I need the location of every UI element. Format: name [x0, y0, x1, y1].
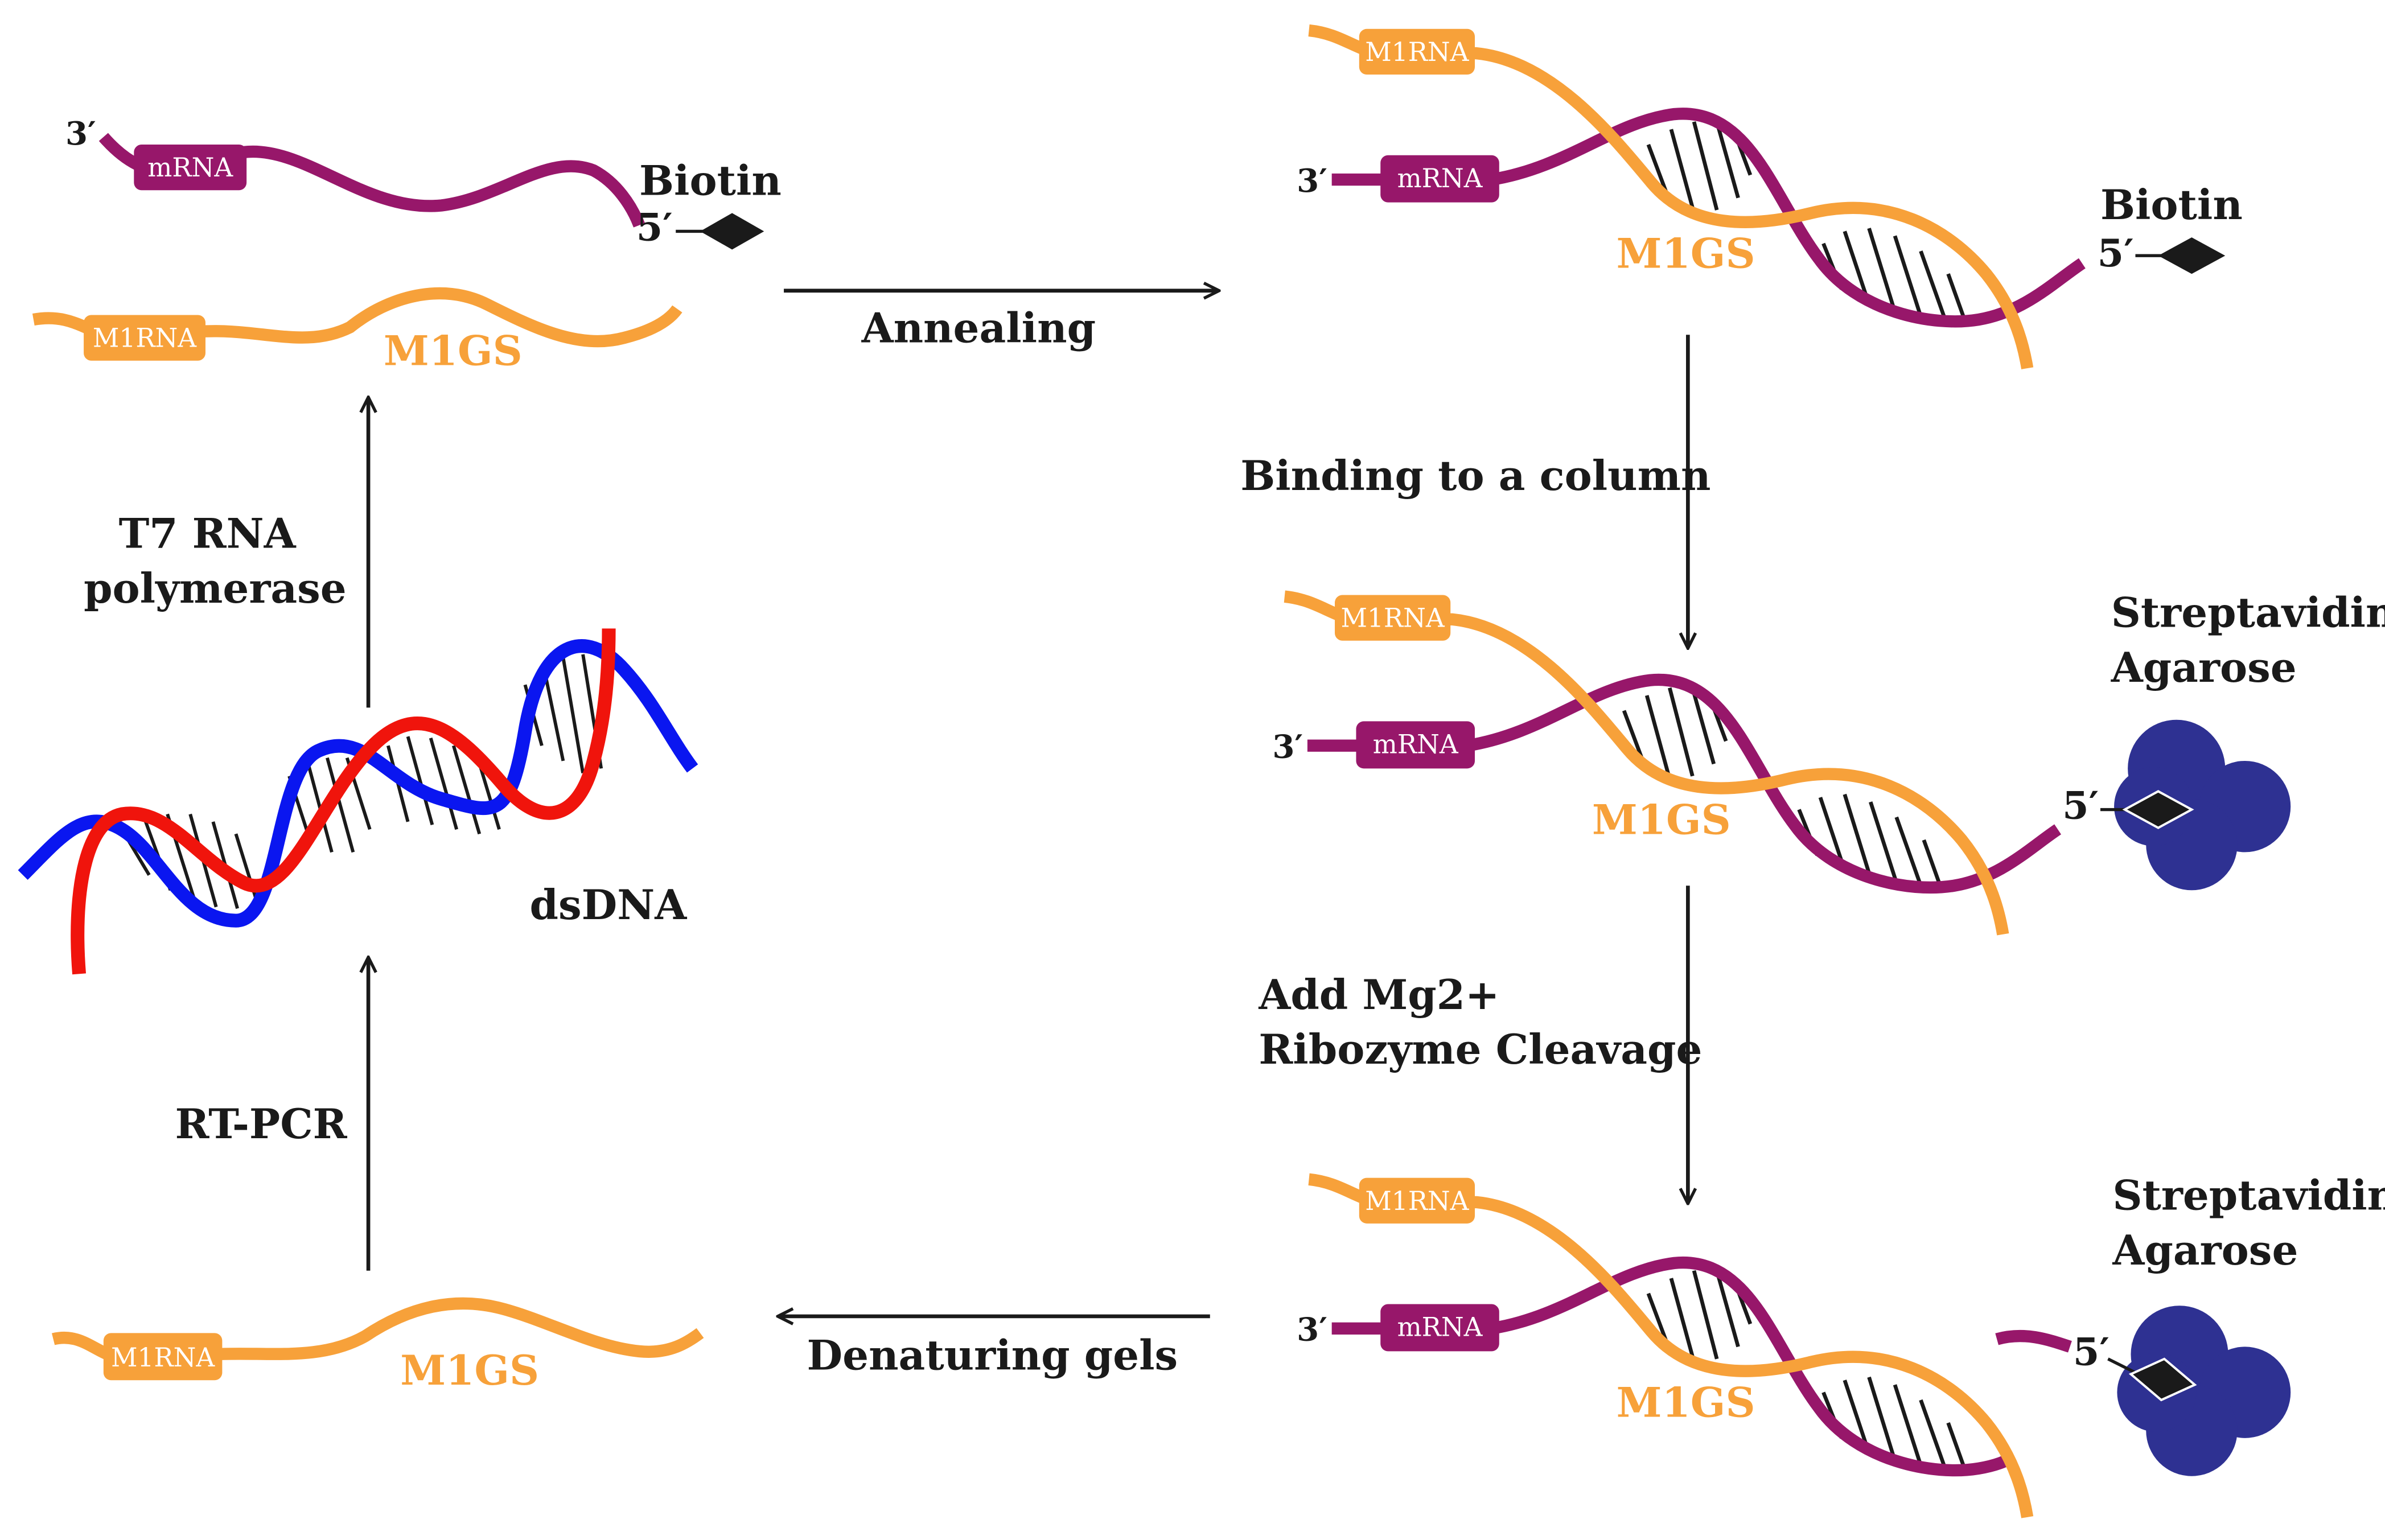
- m1rna-tag-label: M1RNA: [1341, 603, 1445, 633]
- biotin-diamond-icon: [700, 213, 764, 250]
- released-m1gs-panel: M1RNA M1GS: [52, 1297, 704, 1395]
- m1rna-tag: M1RNA: [1335, 595, 1451, 641]
- three-prime-label: 3′: [65, 115, 96, 153]
- bound-duplex-panel: M1RNA mRNA 3′ M1GS 5′ Streptavidin Agaro…: [1272, 589, 2385, 936]
- mrna-tag-label: mRNA: [1397, 1312, 1483, 1343]
- dsdna-helix: [18, 628, 698, 975]
- mrna-tag: mRNA: [1356, 721, 1475, 769]
- add-mg-label: Add Mg2+: [1258, 971, 1499, 1019]
- m1rna-tag: M1RNA: [84, 315, 205, 361]
- five-prime-label: 5′: [2098, 230, 2134, 275]
- ribozyme-cleavage-label: Ribozyme Cleavage: [1259, 1026, 1702, 1074]
- m1gs-label: M1GS: [1592, 796, 1731, 844]
- biotin-label: Biotin: [2100, 181, 2243, 229]
- m1gs-label: M1GS: [400, 1347, 539, 1395]
- m1rna-tag: M1RNA: [1359, 28, 1475, 75]
- m1gs-label: M1GS: [1617, 1378, 1755, 1427]
- cleaved-mrna-fragment: [1995, 1329, 2072, 1353]
- m1rna-tag-label: M1RNA: [111, 1343, 215, 1373]
- biotin-diamond-icon: [2122, 790, 2194, 829]
- denaturing-label: Denaturing gels: [807, 1332, 1178, 1380]
- streptavidin-agarose-bead-icon: [2117, 1306, 2291, 1476]
- streptavidin-label-line2: Agarose: [2112, 1226, 2298, 1275]
- five-prime-label: 5′: [2062, 783, 2099, 828]
- mrna-tag-label: mRNA: [1397, 163, 1483, 193]
- initial-strands-panel: 3′ mRNA Biotin 5′ M1RNA M1GS: [32, 115, 782, 376]
- m1rna-tag-label: M1RNA: [93, 323, 197, 353]
- mrna-tag: mRNA: [1380, 155, 1499, 203]
- t7-label-line1: T7 RNA: [119, 510, 297, 558]
- biotin-diamond-icon: [2158, 237, 2226, 274]
- three-prime-label: 3′: [1297, 162, 1327, 200]
- three-prime-label: 3′: [1272, 728, 1303, 766]
- mrna-tag: mRNA: [1380, 1304, 1499, 1352]
- dsdna-label: dsDNA: [530, 881, 688, 929]
- annealing-label: Annealing: [861, 304, 1096, 353]
- m1gs-strand: [1308, 1173, 2034, 1518]
- five-prime-label: 5′: [636, 204, 673, 249]
- streptavidin-label-line1: Streptavidin: [2111, 589, 2385, 637]
- mrna-tag: mRNA: [134, 145, 247, 191]
- m1gs-mrna-duplex: M1RNA mRNA 3′ M1GS: [1297, 24, 2086, 369]
- rt-pcr-label: RT-PCR: [175, 1100, 347, 1148]
- biotin-label: Biotin: [639, 157, 782, 205]
- streptavidin-label-line2: Agarose: [2111, 644, 2297, 692]
- m1gs-label: M1GS: [1617, 230, 1755, 278]
- m1gs-mrna-duplex: M1RNA mRNA 3′ M1GS: [1297, 1173, 2034, 1518]
- m1gs-strand: [1308, 24, 2034, 369]
- mrna-tag-label: mRNA: [1373, 730, 1459, 760]
- m1gs-label: M1GS: [384, 327, 523, 376]
- m1rna-tag: M1RNA: [1359, 1177, 1475, 1224]
- m1gs-mrna-duplex: M1RNA mRNA 3′ M1GS: [1272, 590, 2062, 936]
- streptavidin-label-line1: Streptavidin: [2112, 1172, 2385, 1220]
- dna-strand-red: [71, 628, 616, 975]
- cleaved-duplex-panel: M1RNA mRNA 3′ M1GS 5′ Streptavidin Agaro…: [1297, 1172, 2385, 1518]
- biotin-diamond-icon: [2128, 1357, 2197, 1402]
- m1rna-tag-label: M1RNA: [1365, 1186, 1469, 1216]
- five-prime-label: 5′: [2073, 1329, 2110, 1374]
- binding-label: Binding to a column: [1240, 452, 1710, 500]
- m1gs-strand: [1284, 590, 2009, 936]
- mrna-tag-label: mRNA: [147, 153, 233, 183]
- t7-label-line2: polymerase: [84, 565, 347, 613]
- m1rna-tag: M1RNA: [103, 1333, 223, 1381]
- mrna-strand: [1331, 1256, 2015, 1477]
- m1rna-tag-label: M1RNA: [1365, 37, 1469, 67]
- three-prime-label: 3′: [1297, 1311, 1327, 1349]
